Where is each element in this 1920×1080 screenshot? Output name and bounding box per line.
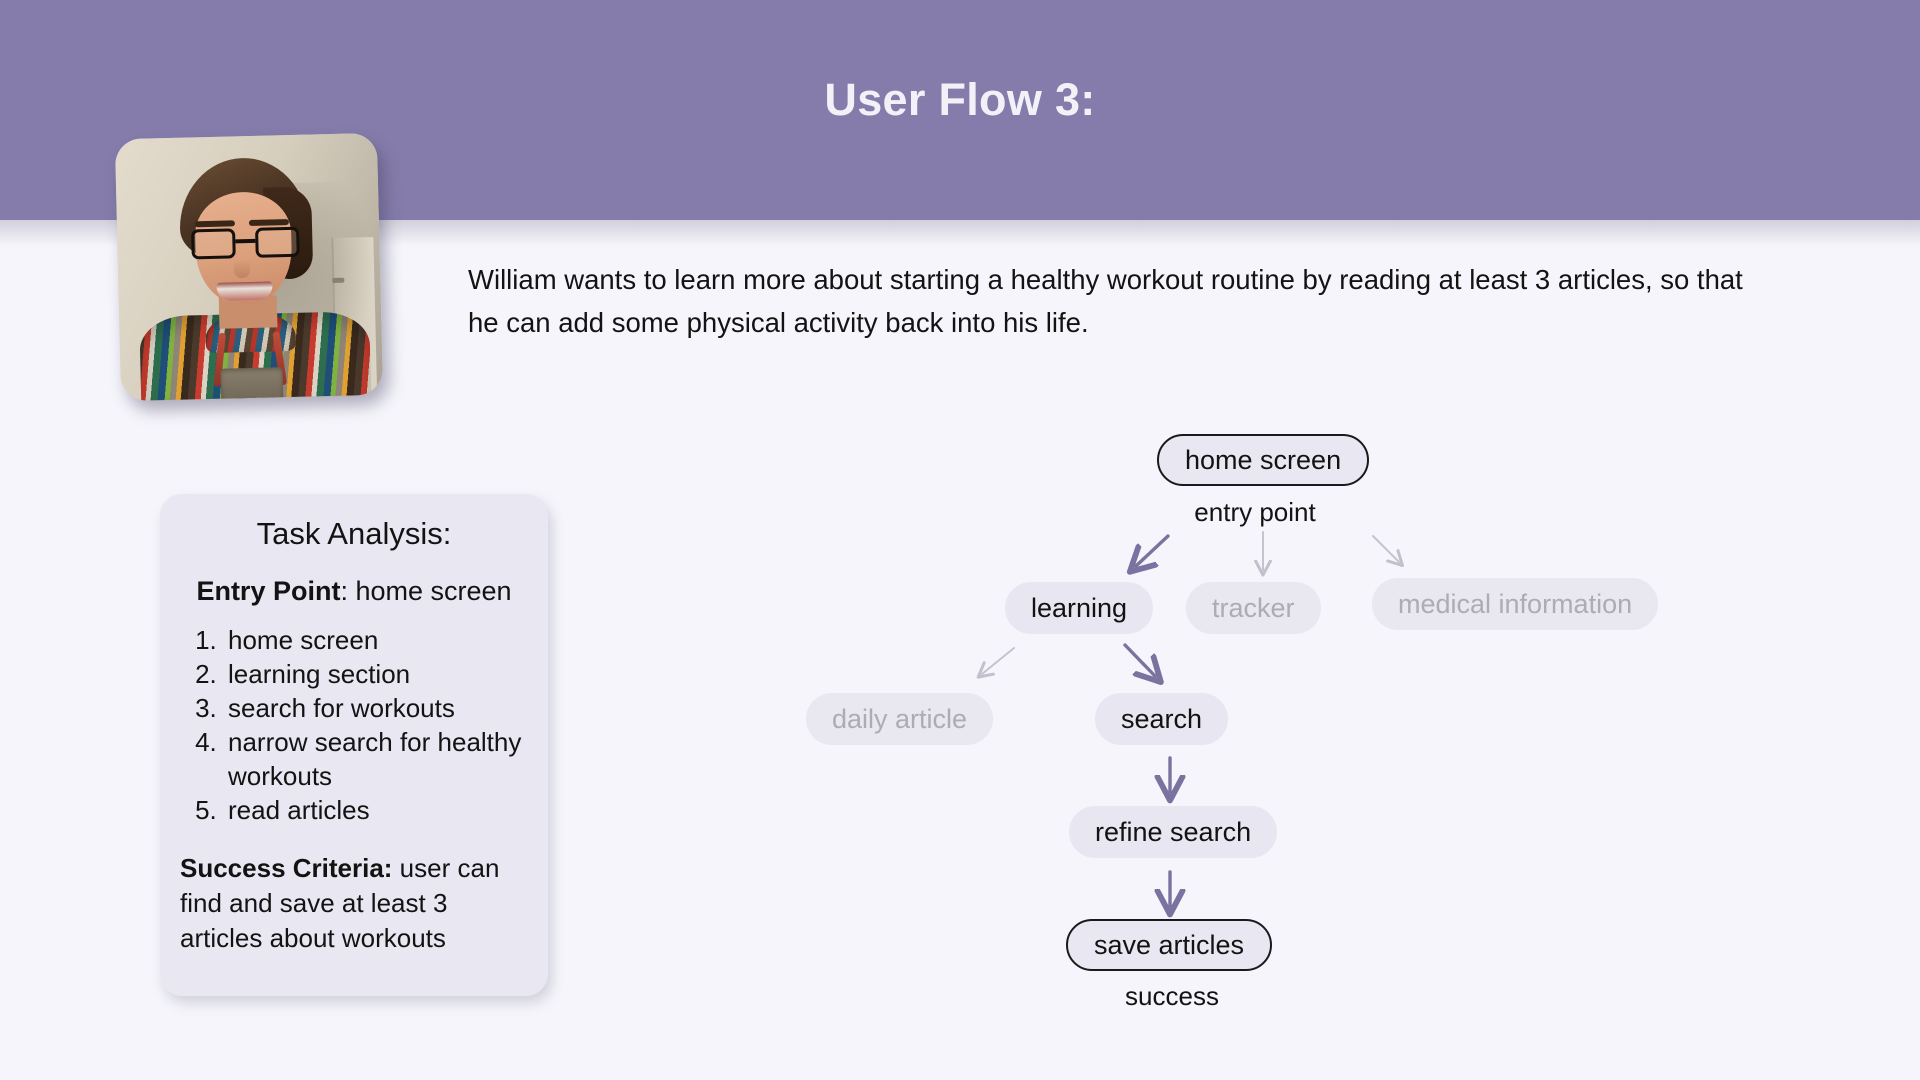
flow-node-save-articles[interactable]: save articles [1066,919,1273,971]
list-item: learning section [224,657,528,691]
list-item: narrow search for healthy workouts [224,725,528,793]
flow-node-label: search [1121,703,1203,734]
photo-nose [233,259,251,279]
entry-point-value: : home screen [340,576,512,606]
success-criteria-label: Success Criteria: [180,853,393,883]
arrow-learning-to-daily-article [982,647,1015,674]
task-analysis-card: Task Analysis: Entry Point: home screen … [160,494,548,996]
flow-node-refine-search[interactable]: refine search [1069,806,1278,858]
page-title: User Flow 3: [824,74,1096,125]
photo-glasses [191,226,300,260]
flow-node-label: daily article [832,703,968,734]
entry-point-line: Entry Point: home screen [180,576,528,607]
flow-node-daily-article[interactable]: daily article [806,693,994,745]
flow-node-tracker[interactable]: tracker [1186,582,1321,634]
flow-node-label: learning [1031,592,1128,623]
flow-caption-entry-point: entry point [1194,497,1316,527]
list-item: search for workouts [224,691,528,725]
arrow-home-to-medical [1372,535,1399,562]
persona-photo [114,132,384,402]
photo-eyebrow-right [248,219,289,226]
photo-glasses-bridge [235,238,256,243]
persona-description: William wants to learn more about starti… [468,264,1743,338]
flow-node-learning[interactable]: learning [1005,582,1154,634]
photo-pocket [220,367,284,402]
flow-caption-success: success [1125,981,1219,1011]
photo-smile [216,281,273,301]
flow-node-label: tracker [1212,592,1295,623]
photo-eyebrow-left [194,220,236,228]
flow-node-label: save articles [1094,929,1245,960]
list-item: read articles [224,793,528,827]
flow-node-label: medical information [1398,588,1633,619]
flow-node-home-screen[interactable]: home screen [1157,434,1370,486]
list-item: home screen [224,623,528,657]
success-criteria-value: user can find and save at least 3 articl… [180,853,500,953]
arrow-home-to-learning [1136,534,1170,566]
task-steps-list: home screen learning section search for … [224,623,528,827]
flow-node-medical-information[interactable]: medical information [1372,578,1659,630]
flow-node-search[interactable]: search [1095,693,1229,745]
entry-point-label: Entry Point [196,576,341,606]
task-analysis-title: Task Analysis: [256,516,452,551]
success-criteria-line: Success Criteria: user can find and save… [180,851,528,956]
flow-node-label: refine search [1095,816,1252,847]
arrow-learning-to-search [1123,643,1155,676]
flow-node-label: home screen [1185,444,1342,475]
photo-lens-right [255,226,300,258]
photo-lens-left [191,228,236,260]
